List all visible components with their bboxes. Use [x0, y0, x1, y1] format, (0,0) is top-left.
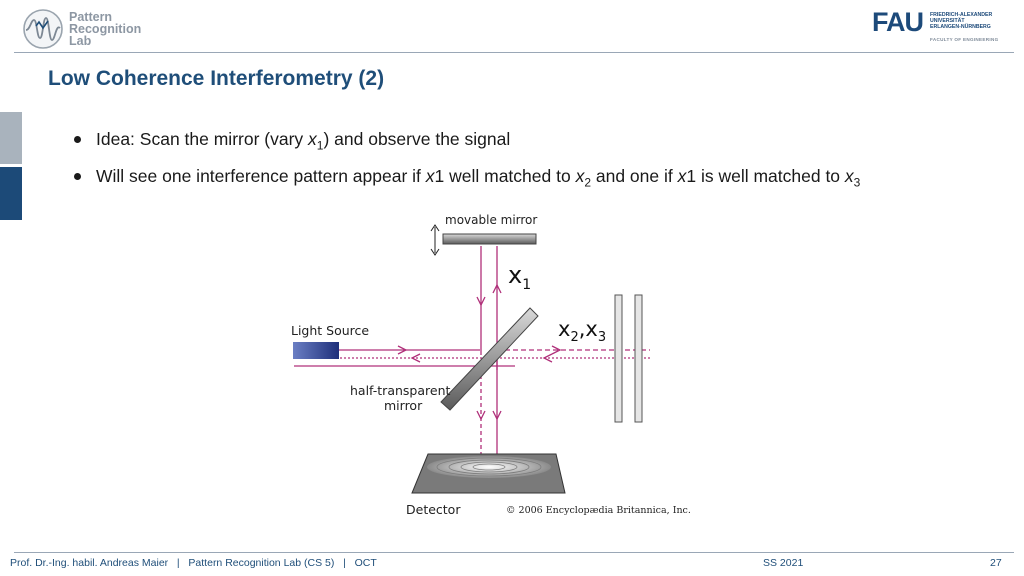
header-divider — [14, 52, 1014, 53]
detector-label: Detector — [406, 502, 461, 517]
sample-arm-beams — [294, 345, 650, 367]
movable-mirror-label: movable mirror — [445, 213, 537, 227]
footer-semester: SS 2021 — [763, 557, 804, 569]
lab-logo-text: Pattern Recognition Lab — [69, 10, 142, 48]
copyright-label: © 2006 Encyclopædia Britannica, Inc. — [506, 505, 691, 516]
bullet-item-interference: Will see one interference pattern appear… — [74, 161, 1014, 198]
light-source-label: Light Source — [291, 323, 369, 338]
fau-logo-letters: FAU — [872, 7, 924, 37]
footer-topic: OCT — [354, 557, 377, 569]
half-mirror-label-line2: mirror — [384, 398, 423, 413]
footer-info: Prof. Dr.-Ing. habil. Andreas Maier | Pa… — [10, 557, 377, 569]
sample-layer-x2 — [614, 294, 623, 423]
beam-splitter — [440, 307, 539, 411]
movable-mirror — [442, 233, 537, 245]
slide-title: Low Coherence Interferometry (2) — [48, 67, 385, 90]
section-marker-previous — [0, 112, 22, 164]
sample-layer-x3 — [634, 294, 643, 423]
x2-x3-label: x2,x3 — [558, 317, 606, 345]
lab-logo-icon — [23, 9, 63, 49]
footer-divider — [14, 552, 1014, 553]
bullet-item-idea: Idea: Scan the mirror (vary x1) and obse… — [74, 124, 1014, 161]
fau-faculty: FACULTY OF ENGINEERING — [930, 37, 999, 42]
footer-author: Prof. Dr.-Ing. habil. Andreas Maier — [10, 557, 169, 569]
mirror-move-arrow-icon — [430, 224, 440, 256]
x1-label: x1 — [508, 261, 531, 293]
light-source-icon — [293, 342, 339, 359]
detector-icon — [411, 453, 566, 494]
section-marker-current — [0, 167, 22, 220]
fau-university-name: FRIEDRICH-ALEXANDER UNIVERSITÄT ERLANGEN… — [930, 12, 993, 31]
footer-lab: Pattern Recognition Lab (CS 5) — [188, 557, 335, 569]
pattern-recognition-lab-logo: Pattern Recognition Lab — [22, 8, 182, 50]
reference-arm-beams — [476, 246, 502, 467]
slide-header: Pattern Recognition Lab FAU FRIEDRICH-AL… — [0, 0, 1024, 52]
page-number: 27 — [990, 557, 1002, 569]
michelson-interferometer-diagram: movable mirror x1 Light Source half-tran… — [291, 213, 691, 517]
half-mirror-label-line1: half-transparent — [350, 383, 450, 398]
bullet-list: Idea: Scan the mirror (vary x1) and obse… — [74, 124, 1014, 197]
fau-logo: FAU FRIEDRICH-ALEXANDER UNIVERSITÄT ERLA… — [872, 8, 1012, 48]
